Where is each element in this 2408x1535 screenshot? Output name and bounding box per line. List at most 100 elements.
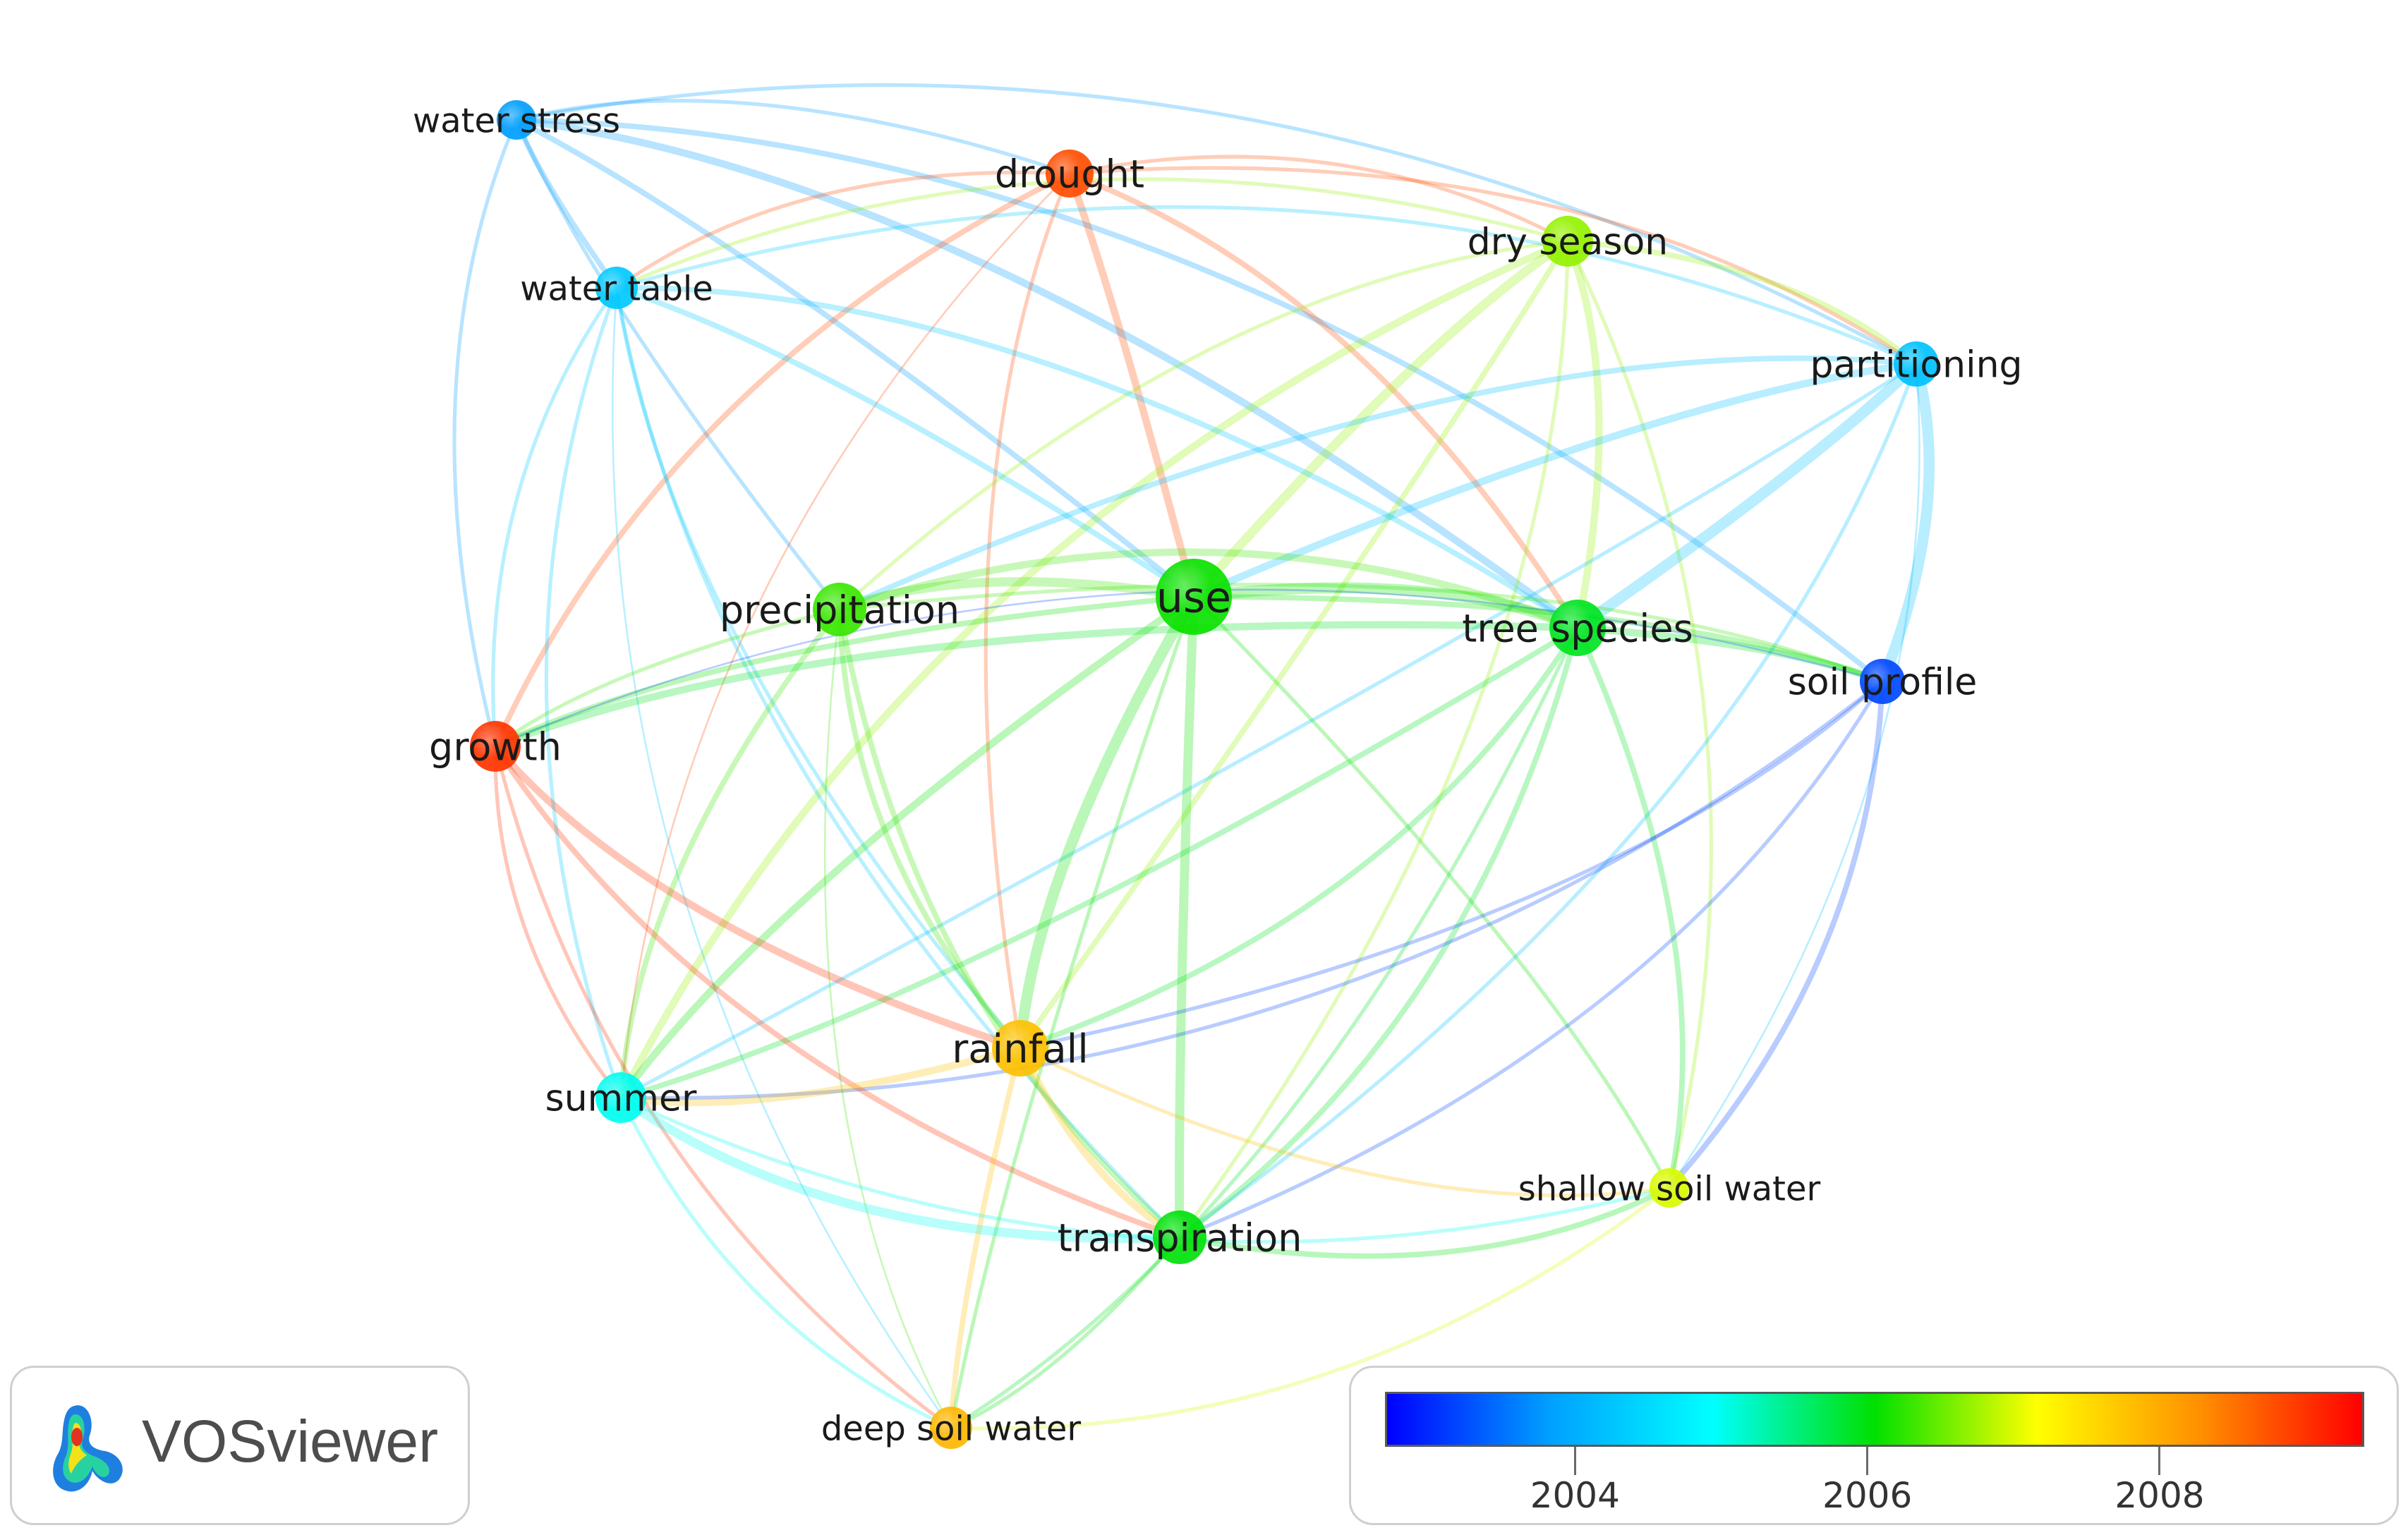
link-use-summer — [617, 593, 1198, 1102]
link-use-growth — [492, 594, 1197, 749]
legend-tick-label-2008: 2008 — [2114, 1475, 2205, 1516]
node-growth[interactable]: growth — [429, 721, 562, 772]
node-layer: water stress drought dry season water table… — [413, 100, 2023, 1449]
link-water-table-use — [614, 285, 1197, 600]
link-partitioning-transpiration — [1178, 362, 1918, 1239]
link-summer-deep-soil-water — [619, 1096, 953, 1430]
link-water-stress-use — [514, 117, 1197, 600]
link-drought-use — [1065, 169, 1198, 601]
node-use[interactable]: use — [1156, 559, 1232, 635]
link-water-table-partitioning — [615, 205, 1918, 366]
link-precipitation-summer — [618, 607, 842, 1100]
node-drought[interactable]: drought — [995, 150, 1144, 198]
link-soil-profile-transpiration — [1178, 679, 1884, 1239]
node-highlight — [1551, 601, 1590, 641]
link-dry-season-partitioning — [1565, 238, 1919, 367]
link-use-transpiration — [1175, 592, 1199, 1242]
node-highlight — [813, 583, 852, 622]
node-water-stress[interactable]: water stress — [413, 100, 620, 140]
node-highlight — [1046, 150, 1081, 185]
node-highlight — [1650, 1169, 1678, 1197]
node-label: precipitation — [720, 588, 960, 632]
link-water-table-rainfall — [615, 286, 1022, 1050]
link-water-stress-growth — [452, 118, 519, 748]
link-precipitation-transpiration — [837, 607, 1182, 1240]
link-precipitation-growth — [493, 607, 842, 748]
node-dry-season[interactable]: dry season — [1468, 216, 1669, 267]
node-highlight — [1894, 342, 1927, 375]
node-precipitation[interactable]: precipitation — [720, 583, 960, 636]
link-growth-summer — [493, 744, 623, 1100]
link-rainfall-summer — [617, 1044, 1024, 1107]
link-partitioning-use — [1190, 360, 1920, 601]
link-summer-shallow-soil-water — [619, 1096, 1671, 1244]
link-growth-transpiration — [492, 744, 1182, 1240]
node-label: drought — [995, 152, 1144, 196]
link-drought-growth — [492, 171, 1072, 749]
link-partitioning-summer — [619, 362, 1918, 1100]
link-water-table-growth — [491, 286, 619, 748]
link-partitioning-shallow-soil-water — [1668, 363, 1920, 1189]
link-growth-rainfall — [491, 742, 1024, 1052]
legend-tick — [2158, 1447, 2161, 1475]
node-rainfall[interactable]: rainfall — [952, 1020, 1089, 1076]
link-transpiration-deep-soil-water — [949, 1235, 1182, 1430]
node-partitioning[interactable]: partitioning — [1810, 341, 2023, 387]
node-transpiration[interactable]: transpiration — [1058, 1211, 1302, 1264]
link-transpiration-shallow-soil-water — [1177, 1185, 1672, 1259]
node-tree-species[interactable]: tree species — [1462, 600, 1693, 656]
node-summer[interactable]: summer — [545, 1072, 697, 1123]
link-water-table-transpiration — [615, 286, 1182, 1239]
link-partitioning-soil-profile — [1877, 358, 1935, 687]
link-water-stress-drought — [514, 99, 1072, 176]
node-soil-profile[interactable]: soil profile — [1788, 659, 1978, 704]
link-soil-profile-rainfall — [1018, 679, 1884, 1050]
link-dry-season-tree-species — [1563, 237, 1603, 632]
node-label: water stress — [413, 101, 620, 140]
link-precipitation-soil-profile — [837, 583, 1884, 684]
node-shallow-soil-water[interactable]: shallow soil water — [1518, 1168, 1821, 1208]
link-partitioning-precipitation — [837, 355, 1919, 612]
link-rainfall-deep-soil-water — [948, 1045, 1023, 1431]
link-tree-species-soil-profile — [1573, 624, 1887, 686]
link-precipitation-use — [835, 577, 1199, 614]
node-deep-soil-water[interactable]: deep soil water — [821, 1407, 1082, 1449]
node-label: soil profile — [1788, 662, 1978, 704]
link-drought-dry-season — [1067, 154, 1570, 243]
node-highlight — [931, 1407, 961, 1438]
link-growth-deep-soil-water — [493, 744, 953, 1430]
node-label: dry season — [1468, 222, 1669, 264]
link-soil-profile-shallow-soil-water — [1666, 679, 1885, 1191]
node-label: tree species — [1462, 606, 1693, 650]
link-dry-season-transpiration — [1178, 239, 1570, 1239]
node-highlight — [471, 722, 507, 758]
node-highlight — [1154, 1211, 1192, 1250]
link-drought-water-table — [615, 170, 1072, 290]
node-label: rainfall — [952, 1026, 1089, 1072]
link-dry-season-rainfall — [1017, 238, 1571, 1051]
link-dry-season-use — [1189, 236, 1573, 602]
vosviewer-logo-panel: VOSviewer — [10, 1366, 470, 1525]
link-water-table-summer — [544, 286, 623, 1100]
link-water-table-deep-soil-water — [611, 286, 952, 1429]
legend-tick — [1866, 1447, 1869, 1475]
link-tree-species-growth — [491, 621, 1582, 751]
node-label: summer — [545, 1078, 697, 1120]
link-use-rainfall — [1015, 591, 1199, 1054]
legend-tick-label-2004: 2004 — [1530, 1475, 1620, 1516]
link-water-stress-soil-profile — [514, 117, 1885, 684]
node-highlight — [497, 101, 526, 129]
link-summer-transpiration — [616, 1093, 1185, 1244]
link-drought-summer — [619, 172, 1071, 1099]
link-tree-species-summer — [618, 625, 1580, 1100]
link-partitioning-tree-species — [1572, 358, 1922, 633]
link-rainfall-transpiration — [1016, 1044, 1184, 1242]
link-water-stress-tree-species — [512, 116, 1582, 632]
link-tree-species-rainfall — [1017, 625, 1580, 1051]
node-highlight — [1157, 560, 1211, 614]
node-water-table[interactable]: water table — [520, 267, 713, 309]
node-highlight — [1543, 217, 1580, 253]
node-highlight — [993, 1021, 1033, 1061]
node-label: shallow soil water — [1518, 1169, 1821, 1208]
